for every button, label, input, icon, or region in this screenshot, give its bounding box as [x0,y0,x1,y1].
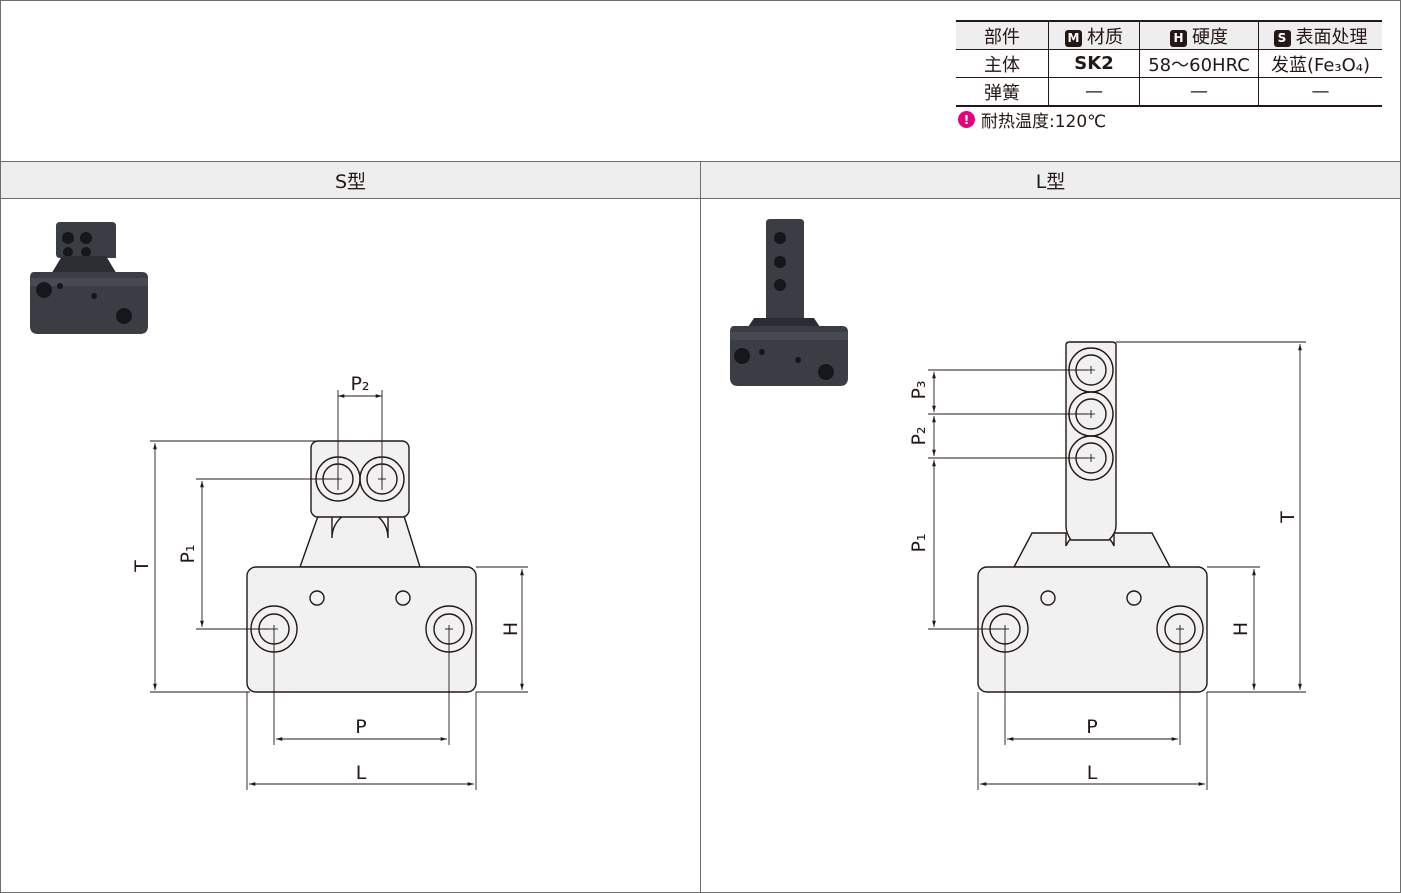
note-text: 耐热温度:120℃ [981,112,1107,132]
l-dim-p3: P₃ [908,380,930,399]
s-dim-p2: P₂ [350,373,369,395]
l-type-drawing [928,341,1306,790]
l-dim-l: L [1087,762,1098,784]
warning-icon: ! [958,111,975,128]
s-dim-p1: P₁ [177,544,199,563]
surface-badge-icon: S [1273,29,1291,47]
l-dim-p: P [1086,716,1097,738]
l-dim-t: T [1277,511,1299,524]
l-dim-p1: P₁ [908,533,930,552]
hardness-badge-icon: H [1170,29,1187,47]
s-dim-t: T [131,560,153,573]
row-part: 主体 [956,49,1049,78]
row-part: 弹簧 [956,77,1049,107]
s-type-product-photo [30,222,148,334]
row-surface: 发蓝(Fe₃O₄) [1258,49,1382,78]
l-type-title: L型 [1035,170,1066,193]
table-row: 主体 SK2 58〜60HRC 发蓝(Fe₃O₄) [956,49,1382,78]
heat-resistance-note: ! 耐热温度:120℃ [958,107,1106,132]
s-type-drawing [150,390,528,790]
row-hardness: 58〜60HRC [1139,49,1259,78]
row-material: — [1048,77,1140,107]
row-hardness: — [1139,77,1259,107]
panel-divider [700,161,701,892]
s-dim-h: H [500,622,522,636]
l-type-product-photo [730,219,848,386]
s-type-header: S型 [1,161,700,199]
row-surface: — [1258,77,1382,107]
header-part: 部件 [956,20,1049,50]
s-type-title: S型 [334,170,367,193]
table-row: 弹簧 — — — [956,77,1382,107]
l-dim-h: H [1230,622,1252,636]
s-dim-l: L [356,762,367,784]
l-dim-p2: P₂ [908,426,930,445]
l-type-header: L型 [701,161,1400,199]
s-dim-p: P [355,716,366,738]
material-badge-icon: M [1065,29,1082,47]
row-material: SK2 [1048,49,1140,78]
